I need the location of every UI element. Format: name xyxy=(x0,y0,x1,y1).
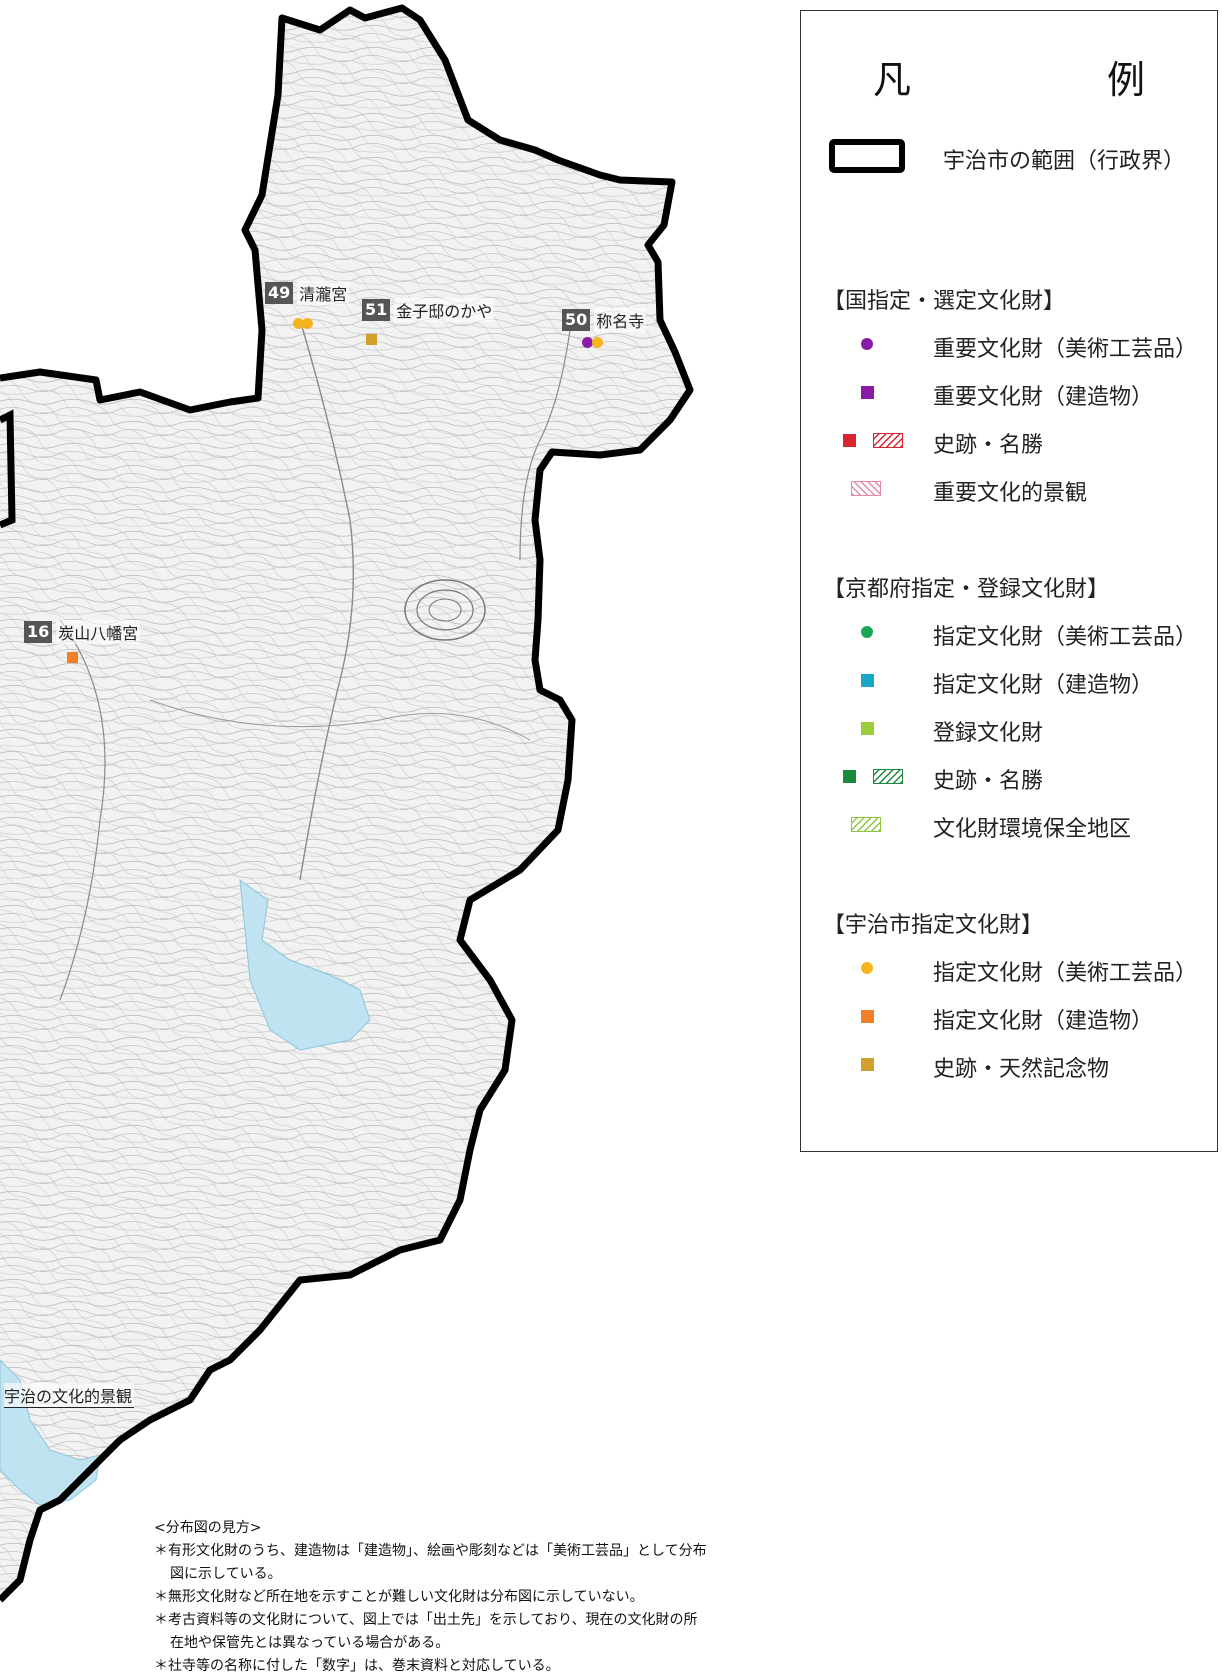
city-building-marker[interactable] xyxy=(67,652,78,663)
legend-label: 史跡・名勝 xyxy=(933,433,1044,458)
city-boundary-west xyxy=(0,409,16,529)
note-item: ＊有形文化財のうち、建造物は「建造物」、絵画や彫刻などは「美術工芸品」として分布… xyxy=(154,1543,707,1582)
site-number: 51 xyxy=(362,299,391,321)
site-name: 金子邸のかや xyxy=(394,298,495,322)
site-name: 炭山八幡宮 xyxy=(56,620,141,644)
site-label-51[interactable]: 51 金子邸のかや xyxy=(362,298,495,322)
legend-item: 重要文化財（美術工芸品） xyxy=(801,331,1217,362)
site-label-16[interactable]: 16 炭山八幡宮 xyxy=(24,620,141,644)
legend-label: 指定文化財（建造物） xyxy=(933,673,1154,698)
cultural-landscape-label: 宇治の文化的景観 xyxy=(4,1383,135,1408)
site-label-50[interactable]: 50 称名寺 xyxy=(562,308,647,332)
legend-item: 登録文化財 xyxy=(801,715,1217,746)
legend-item: 重要文化的景観 xyxy=(801,475,1217,506)
city-art-marker[interactable] xyxy=(293,318,304,329)
city-art-marker[interactable] xyxy=(592,337,603,348)
green-circle-icon xyxy=(861,626,873,638)
purple-circle-icon xyxy=(861,338,873,350)
legend-label: 文化財環境保全地区 xyxy=(933,817,1132,842)
notes-title: <分布図の見方> xyxy=(154,1520,262,1536)
red-hatch-icon xyxy=(873,433,903,448)
site-name: 清瀧宮 xyxy=(297,281,350,305)
boundary-label: 宇治市の範囲（行政界） xyxy=(943,149,1186,174)
note-item: ＊考古資料等の文化財について、図上では「出土先」を示しており、現在の文化財の所在… xyxy=(154,1612,698,1651)
legend: 凡 例 宇治市の範囲（行政界） 【国指定・選定文化財】 重要文化財（美術工芸品）… xyxy=(800,10,1218,1152)
green-hatch-icon xyxy=(873,769,903,784)
legend-item: 史跡・名勝 xyxy=(801,427,1217,458)
legend-item: 重要文化財（建造物） xyxy=(801,379,1217,410)
boundary-symbol xyxy=(829,139,905,173)
gold-square-icon xyxy=(861,1058,874,1071)
legend-label: 史跡・天然記念物 xyxy=(933,1057,1110,1082)
yellow-circle-icon xyxy=(861,962,873,974)
red-square-icon xyxy=(843,434,856,447)
legend-item: 史跡・名勝 xyxy=(801,763,1217,794)
orange-square-icon xyxy=(861,1010,874,1023)
legend-label: 指定文化財（美術工芸品） xyxy=(933,961,1198,986)
site-name: 称名寺 xyxy=(594,308,647,332)
site-number: 50 xyxy=(562,309,591,331)
legend-label: 指定文化財（美術工芸品） xyxy=(933,625,1198,650)
lightgreen-hatch-icon xyxy=(851,817,881,832)
map-notes: <分布図の見方> ＊有形文化財のうち、建造物は「建造物」、絵画や彫刻などは「美術… xyxy=(154,1517,730,1678)
legend-title: 凡 例 xyxy=(872,58,1185,102)
note-item: ＊社寺等の名称に付した「数字」は、巻末資料と対応している。 xyxy=(154,1658,560,1674)
city-boundary xyxy=(0,4,694,1603)
legend-label: 重要文化的景観 xyxy=(933,481,1088,506)
contour-lines xyxy=(0,8,690,1600)
site-number: 49 xyxy=(265,282,294,304)
cyan-square-icon xyxy=(861,674,874,687)
lime-square-icon xyxy=(861,722,874,735)
pink-hatch-icon xyxy=(851,481,881,496)
legend-item: 指定文化財（美術工芸品） xyxy=(801,619,1217,650)
city-art-marker[interactable] xyxy=(302,318,313,329)
legend-item: 史跡・天然記念物 xyxy=(801,1051,1217,1082)
green-square-icon xyxy=(843,770,856,783)
legend-label: 指定文化財（建造物） xyxy=(933,1009,1154,1034)
site-label-49[interactable]: 49 清瀧宮 xyxy=(265,281,350,305)
legend-label: 重要文化財（美術工芸品） xyxy=(933,337,1198,362)
legend-label: 重要文化財（建造物） xyxy=(933,385,1154,410)
purple-square-icon xyxy=(861,386,874,399)
national-art-marker[interactable] xyxy=(582,337,593,348)
legend-item: 指定文化財（建造物） xyxy=(801,1003,1217,1034)
legend-label: 登録文化財 xyxy=(933,721,1044,746)
city-historic-site-marker[interactable] xyxy=(366,334,377,345)
note-item: ＊無形文化財など所在地を示すことが難しい文化財は分布図に示していない。 xyxy=(154,1589,644,1605)
legend-item: 指定文化財（美術工芸品） xyxy=(801,955,1217,986)
section-title-prefecture: 【京都府指定・登録文化財】 xyxy=(823,577,1110,602)
legend-label: 史跡・名勝 xyxy=(933,769,1044,794)
legend-item: 文化財環境保全地区 xyxy=(801,811,1217,842)
river xyxy=(0,1359,101,1506)
reservoir xyxy=(239,878,371,1051)
site-number: 16 xyxy=(24,621,53,643)
section-title-city: 【宇治市指定文化財】 xyxy=(823,913,1044,938)
section-title-national: 【国指定・選定文化財】 xyxy=(823,289,1066,314)
legend-item: 指定文化財（建造物） xyxy=(801,667,1217,698)
